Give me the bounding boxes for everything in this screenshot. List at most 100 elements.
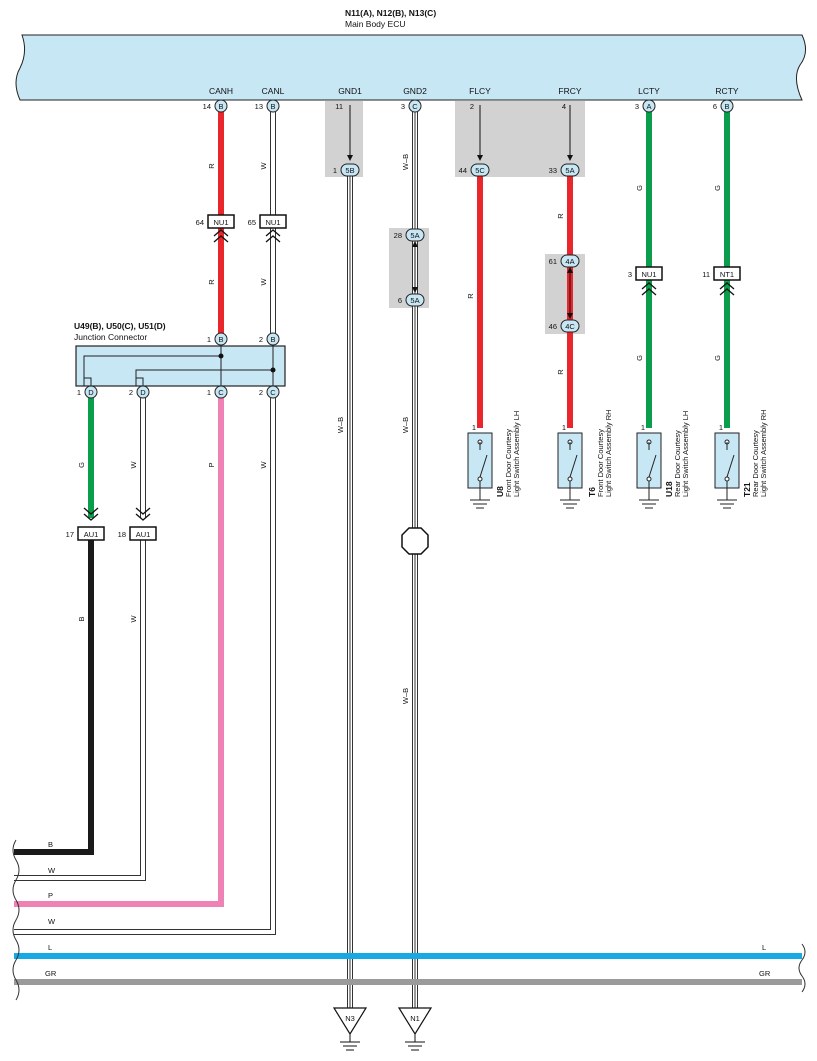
splice-octagon	[401, 527, 429, 555]
svg-text:G: G	[635, 355, 644, 361]
pin-gnd2: GND2	[403, 86, 427, 96]
connector-5c: 5C 44	[459, 163, 490, 177]
svg-text:3: 3	[635, 102, 639, 111]
svg-text:W: W	[48, 917, 56, 926]
svg-text:C: C	[270, 388, 276, 397]
svg-text:44: 44	[459, 166, 467, 175]
ecu-title: N11(A), N12(B), N13(C)	[345, 8, 436, 18]
ecu-subtitle: Main Body ECU	[345, 19, 405, 29]
svg-text:W: W	[48, 866, 56, 875]
svg-text:R: R	[556, 213, 565, 219]
svg-text:N3: N3	[345, 1014, 355, 1023]
svg-text:Light Switch Assembly RH: Light Switch Assembly RH	[759, 409, 768, 497]
svg-text:46: 46	[549, 322, 557, 331]
svg-text:5C: 5C	[475, 166, 485, 175]
svg-text:W: W	[129, 615, 138, 623]
junction-title: U49(B), U50(C), U51(D)	[74, 321, 166, 331]
svg-text:GR: GR	[45, 969, 57, 978]
svg-text:61: 61	[549, 257, 557, 266]
svg-text:5A: 5A	[410, 296, 419, 305]
svg-text:NU1: NU1	[265, 218, 280, 227]
pin-canl: CANL	[262, 86, 285, 96]
svg-text:W–B: W–B	[401, 688, 410, 704]
svg-text:4: 4	[562, 102, 566, 111]
svg-text:B: B	[270, 102, 275, 111]
svg-text:11: 11	[702, 270, 710, 279]
svg-text:13: 13	[255, 102, 263, 111]
svg-text:1: 1	[333, 166, 337, 175]
svg-text:B: B	[218, 102, 223, 111]
svg-text:Front Door Courtesy: Front Door Courtesy	[596, 429, 605, 497]
connector-5a-frcy: 5A 33	[549, 163, 580, 177]
ecu-pin-connectors: B 14 B 13 11 C 3 2 4 A 3 B 6	[203, 99, 734, 113]
svg-text:L: L	[762, 943, 766, 952]
svg-text:6: 6	[713, 102, 717, 111]
svg-text:18: 18	[118, 530, 126, 539]
pin-gnd1: GND1	[338, 86, 362, 96]
svg-text:28: 28	[394, 231, 402, 240]
svg-text:11: 11	[335, 102, 343, 111]
pin-canh: CANH	[209, 86, 233, 96]
svg-text:NT1: NT1	[720, 270, 734, 279]
wire-w2	[14, 540, 146, 881]
svg-text:17: 17	[66, 530, 74, 539]
svg-text:G: G	[635, 185, 644, 191]
svg-text:W: W	[129, 461, 138, 469]
svg-text:2: 2	[259, 335, 263, 344]
connector-nt1-rcty: NT1 11	[702, 266, 741, 296]
svg-text:B: B	[218, 335, 223, 344]
pin-flcy: FLCY	[469, 86, 491, 96]
switch-t21: 1 T21 Rear Door Courtesy Light Switch As…	[714, 409, 768, 509]
svg-text:C: C	[218, 388, 224, 397]
svg-text:5A: 5A	[410, 231, 419, 240]
svg-text:P: P	[48, 891, 53, 900]
svg-text:D: D	[140, 388, 146, 397]
svg-text:3: 3	[401, 102, 405, 111]
svg-text:2: 2	[129, 388, 133, 397]
svg-text:B: B	[48, 840, 53, 849]
bus-labels: B W P W L L GR GR	[45, 840, 771, 978]
svg-text:GR: GR	[759, 969, 771, 978]
ecu-pin-names: CANH CANL GND1 GND2 FLCY FRCY LCTY RCTY	[209, 86, 739, 96]
svg-text:3: 3	[628, 270, 632, 279]
svg-text:W–B: W–B	[336, 417, 345, 433]
svg-text:N1: N1	[410, 1014, 420, 1023]
svg-text:T21: T21	[742, 482, 752, 497]
connector-au1-18: AU1 18	[118, 507, 157, 541]
svg-text:64: 64	[196, 218, 204, 227]
wire-junction-w2	[14, 398, 276, 935]
svg-text:1: 1	[562, 423, 566, 432]
svg-text:1: 1	[207, 388, 211, 397]
connector-5a-gnd2-bot: 5A 6	[398, 293, 425, 307]
connector-4a: 4A 61	[549, 254, 580, 268]
svg-text:C: C	[412, 102, 418, 111]
svg-text:D: D	[88, 388, 94, 397]
svg-text:NU1: NU1	[641, 270, 656, 279]
svg-text:2: 2	[470, 102, 474, 111]
svg-text:U18: U18	[664, 481, 674, 497]
svg-text:1: 1	[472, 423, 476, 432]
svg-text:33: 33	[549, 166, 557, 175]
svg-text:65: 65	[248, 218, 256, 227]
svg-text:1: 1	[641, 423, 645, 432]
svg-text:W: W	[259, 461, 268, 469]
svg-text:P: P	[207, 462, 216, 467]
svg-text:W: W	[259, 278, 268, 286]
svg-text:Light Switch Assembly RH: Light Switch Assembly RH	[604, 409, 613, 497]
svg-text:AU1: AU1	[84, 530, 99, 539]
svg-text:2: 2	[259, 388, 263, 397]
junction-subtitle: Junction Connector	[74, 332, 147, 342]
pin-frcy: FRCY	[558, 86, 581, 96]
switch-u18: 1 U18 Rear Door Courtesy Light Switch As…	[636, 411, 690, 509]
wire-color-labels: R R W W W–B W–B W–B W–B R R R G G G G G …	[77, 154, 722, 704]
svg-text:R: R	[466, 293, 475, 299]
connector-5b: 5B 1	[333, 163, 360, 177]
svg-text:Rear Door Courtesy: Rear Door Courtesy	[751, 430, 760, 497]
svg-text:1: 1	[77, 388, 81, 397]
connector-4c: 4C 46	[549, 319, 580, 333]
svg-text:1: 1	[207, 335, 211, 344]
svg-text:A: A	[646, 102, 651, 111]
svg-text:R: R	[556, 369, 565, 375]
ground-n1: N1	[397, 1007, 433, 1051]
